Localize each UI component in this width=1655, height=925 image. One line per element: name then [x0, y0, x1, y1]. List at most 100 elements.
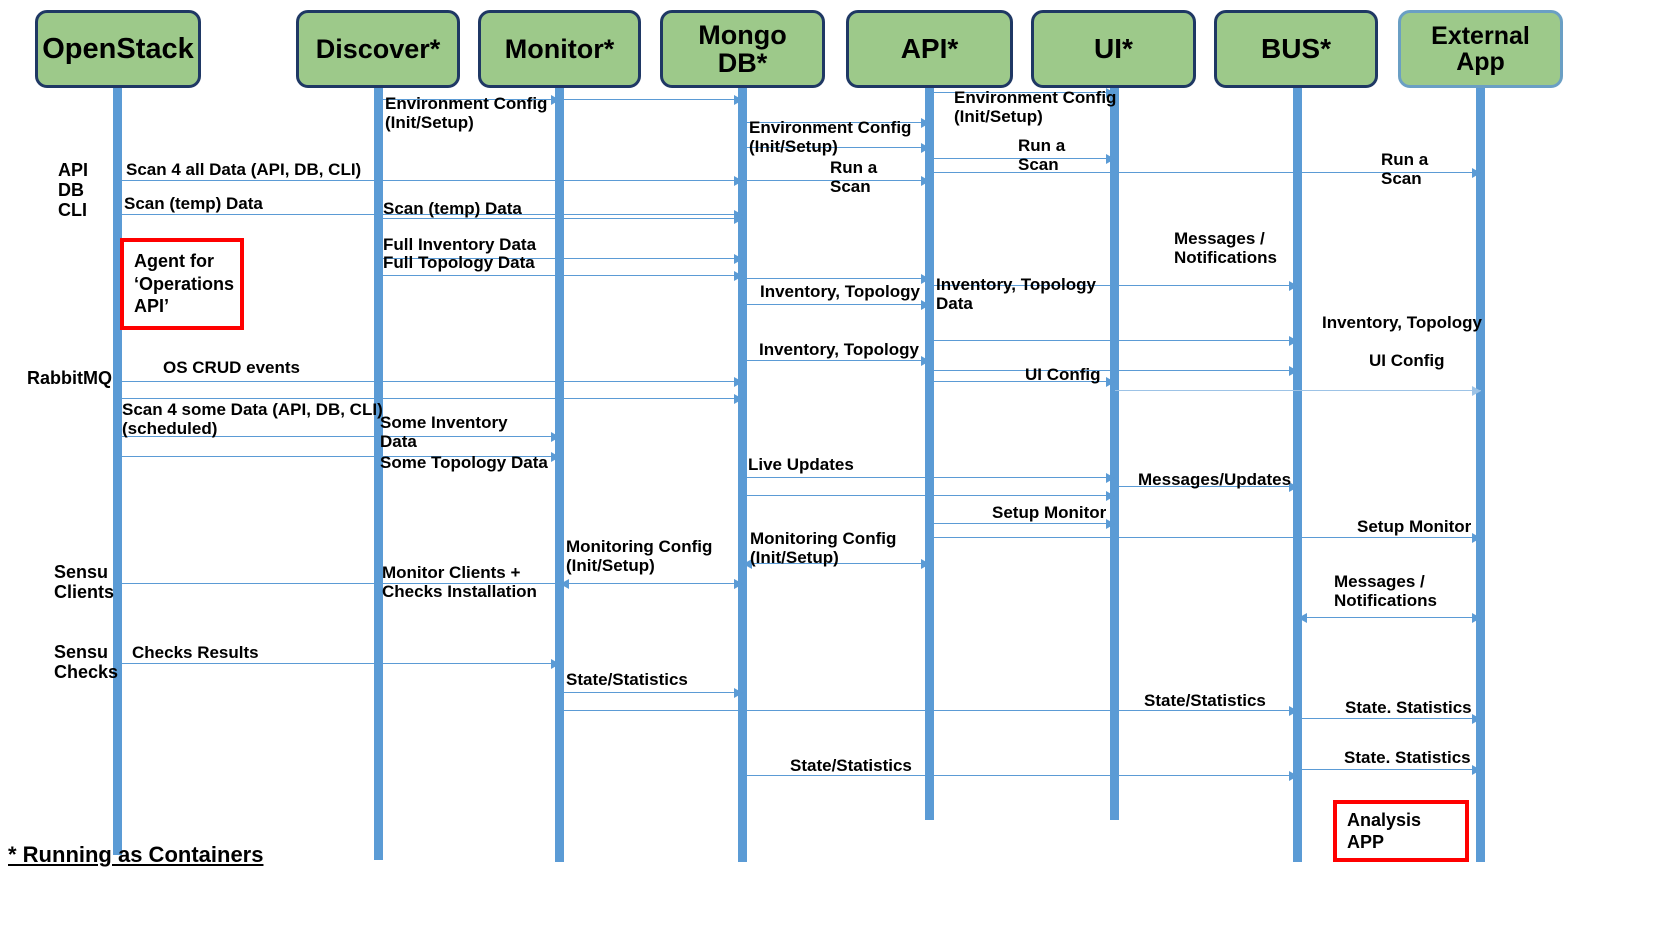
- callout-agent-operations-api: Agent for ‘Operations API’: [120, 238, 244, 330]
- message-label-m07: Run a Scan: [1381, 150, 1429, 189]
- message-label-m12: Full Inventory Data: [383, 235, 537, 254]
- arrowhead-m21: [733, 377, 743, 387]
- actor-box-bus[interactable]: BUS*: [1214, 10, 1378, 88]
- arrowhead-m23: [733, 394, 743, 404]
- arrowhead-m31: [920, 559, 930, 569]
- message-line-m28: [742, 495, 1115, 496]
- message-label-m26: Live Updates: [748, 455, 854, 474]
- message-line-m26: [742, 477, 1115, 478]
- message-line-m33: [117, 583, 743, 584]
- actor-box-ui[interactable]: UI*: [1031, 10, 1196, 88]
- message-label-m31: Monitoring Config (Init/Setup): [750, 529, 897, 568]
- message-line-m13: [378, 275, 743, 276]
- message-label-m13: Full Topology Data: [383, 253, 535, 272]
- side-label-api-db-cli: API DB CLI: [58, 160, 89, 221]
- actor-box-monitor[interactable]: Monitor*: [478, 10, 641, 88]
- lifeline-openstack: [113, 88, 122, 855]
- message-label-m38: State. Statistics: [1345, 698, 1472, 717]
- message-label-m24: Some Inventory Data: [380, 413, 508, 452]
- arrowhead-m03: [1105, 88, 1115, 98]
- message-label-m36: State/Statistics: [566, 670, 688, 689]
- message-label-m04: Environment Config (Init/Setup): [749, 118, 912, 157]
- message-line-m14: [929, 285, 1298, 286]
- message-label-m16: Inventory, Topology: [760, 282, 920, 301]
- message-line-m24: [117, 436, 560, 437]
- arrowhead-m40: [1288, 771, 1298, 781]
- message-line-m05: [742, 147, 930, 148]
- arrowhead-m12: [733, 254, 743, 264]
- arrowhead-m17: [1288, 336, 1298, 346]
- arrowhead-m32: [559, 579, 569, 589]
- arrowhead-m01: [550, 95, 560, 105]
- message-label-m34: Messages / Notifications: [1334, 572, 1437, 611]
- actor-box-api[interactable]: API*: [846, 10, 1013, 88]
- message-line-m38: [1297, 718, 1481, 719]
- message-line-m10: [117, 214, 743, 215]
- arrowhead-m20: [1105, 377, 1115, 387]
- lifeline-monitor: [555, 88, 564, 862]
- message-label-m09: Run a Scan: [830, 158, 878, 197]
- message-line-m39: [1297, 769, 1481, 770]
- message-label-m08: Scan 4 all Data (API, DB, CLI): [126, 160, 362, 179]
- arrowhead-m18: [920, 356, 930, 366]
- arrowhead-m07: [1471, 168, 1481, 178]
- message-line-m30: [929, 537, 1481, 538]
- message-line-m06: [929, 158, 1115, 159]
- message-line-m40: [742, 775, 1298, 776]
- arrowhead-m11: [733, 214, 743, 224]
- message-line-m22: [1114, 390, 1481, 391]
- message-label-m27: Messages/Updates: [1138, 470, 1292, 489]
- message-line-m16: [742, 304, 930, 305]
- message-line-m17: [929, 340, 1298, 341]
- actor-box-mongodb[interactable]: Mongo DB*: [660, 10, 825, 88]
- message-label-m20: UI Config: [1025, 365, 1101, 384]
- lifeline-api: [925, 88, 934, 820]
- message-line-m21: [117, 381, 743, 382]
- message-label-m10: Scan (temp) Data: [124, 194, 263, 213]
- callout-analysis-app: Analysis APP: [1333, 800, 1469, 862]
- message-line-m02: [559, 99, 743, 100]
- arrowhead-m28: [1105, 491, 1115, 501]
- arrowhead-m34: [1297, 613, 1307, 623]
- message-label-m06: Run a Scan: [1018, 136, 1066, 175]
- arrowhead-m04: [920, 118, 930, 128]
- message-line-m18: [742, 360, 930, 361]
- message-line-m12: [378, 258, 743, 259]
- arrowhead-m34: [1471, 613, 1481, 623]
- message-label-m18: Inventory, Topology: [759, 340, 919, 359]
- lifeline-mongodb: [738, 88, 747, 862]
- message-line-m34: [1297, 617, 1481, 618]
- arrowhead-m24: [550, 432, 560, 442]
- message-line-m08: [117, 180, 743, 181]
- message-label-m37: State/Statistics: [1144, 691, 1266, 710]
- arrowhead-m31: [742, 559, 752, 569]
- lifeline-external: [1476, 88, 1485, 862]
- lifeline-bus: [1293, 88, 1302, 862]
- message-line-m36: [559, 692, 743, 693]
- message-label-m40: State/Statistics: [790, 756, 912, 775]
- message-line-m04: [742, 122, 930, 123]
- arrowhead-m22: [1471, 386, 1481, 396]
- message-line-m27: [1114, 486, 1298, 487]
- arrowhead-m05: [920, 143, 930, 153]
- message-line-m37: [559, 710, 1298, 711]
- arrowhead-m27: [1288, 482, 1298, 492]
- message-line-m25: [117, 456, 560, 457]
- actor-box-openstack[interactable]: OpenStack: [35, 10, 201, 88]
- arrowhead-m08: [733, 176, 743, 186]
- arrowhead-m35: [550, 659, 560, 669]
- arrowhead-m29: [1105, 519, 1115, 529]
- message-label-m21: OS CRUD events: [163, 358, 300, 377]
- arrowhead-m39: [1471, 765, 1481, 775]
- message-label-m11: Scan (temp) Data: [383, 199, 522, 218]
- message-line-m07: [929, 172, 1481, 173]
- message-line-m09: [742, 180, 930, 181]
- arrowhead-m33: [733, 579, 743, 589]
- actor-box-external[interactable]: External App: [1398, 10, 1563, 88]
- message-label-m15: Inventory, Topology Data: [936, 275, 1096, 314]
- arrowhead-m26: [1105, 473, 1115, 483]
- actor-box-discover[interactable]: Discover*: [296, 10, 460, 88]
- arrowhead-m38: [1471, 714, 1481, 724]
- message-label-m17: Inventory, Topology: [1322, 313, 1482, 332]
